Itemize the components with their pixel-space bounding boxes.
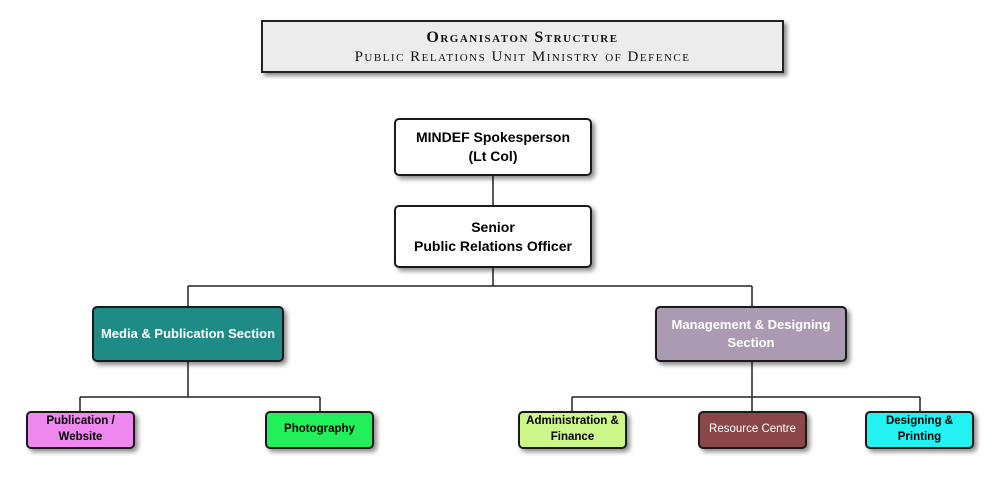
node-label-line1: MINDEF Spokesperson [415,129,571,146]
node-administration-finance: Administration & Finance [518,411,627,449]
node-resource-centre: Resource Centre [698,411,807,449]
node-label-line1: Administration & [526,415,619,428]
node-label-line1: Designing & [885,415,954,428]
node-label-line2: (Lt Col) [468,148,518,164]
diagram-subtitle: Public Relations Unit Ministry of Defenc… [354,49,691,65]
node-label-line1: Photography [284,423,355,436]
node-label-line1: Management & Designing [671,317,831,333]
node-media-publication-section: Media & Publication Section [92,306,284,362]
node-senior-public-relations-officer: Senior Public Relations Officer [394,205,592,268]
node-publication-website: Publication / Website [26,411,135,449]
node-label-line2: Public Relations Officer [414,237,572,254]
node-label-line2: Finance [550,431,595,443]
node-label-line2: Website [58,431,103,443]
node-management-designing-section: Management & Designing Section [655,306,847,362]
node-photography: Photography [265,411,374,449]
node-designing-printing: Designing & Printing [865,411,974,449]
node-label-line2: Section [727,335,775,350]
node-mindef-spokesperson: MINDEF Spokesperson (Lt Col) [394,118,592,176]
diagram-title-box: Organisaton Structure Public Relations U… [261,20,784,73]
node-label-line2: Printing [897,431,942,443]
node-label-line1: Resource Centre [709,423,796,436]
diagram-title: Organisaton Structure [426,29,619,46]
node-label-line1: Media & Publication Section [100,326,276,342]
node-label-line1: Publication / [46,415,115,428]
node-label-line1: Senior [471,218,515,235]
